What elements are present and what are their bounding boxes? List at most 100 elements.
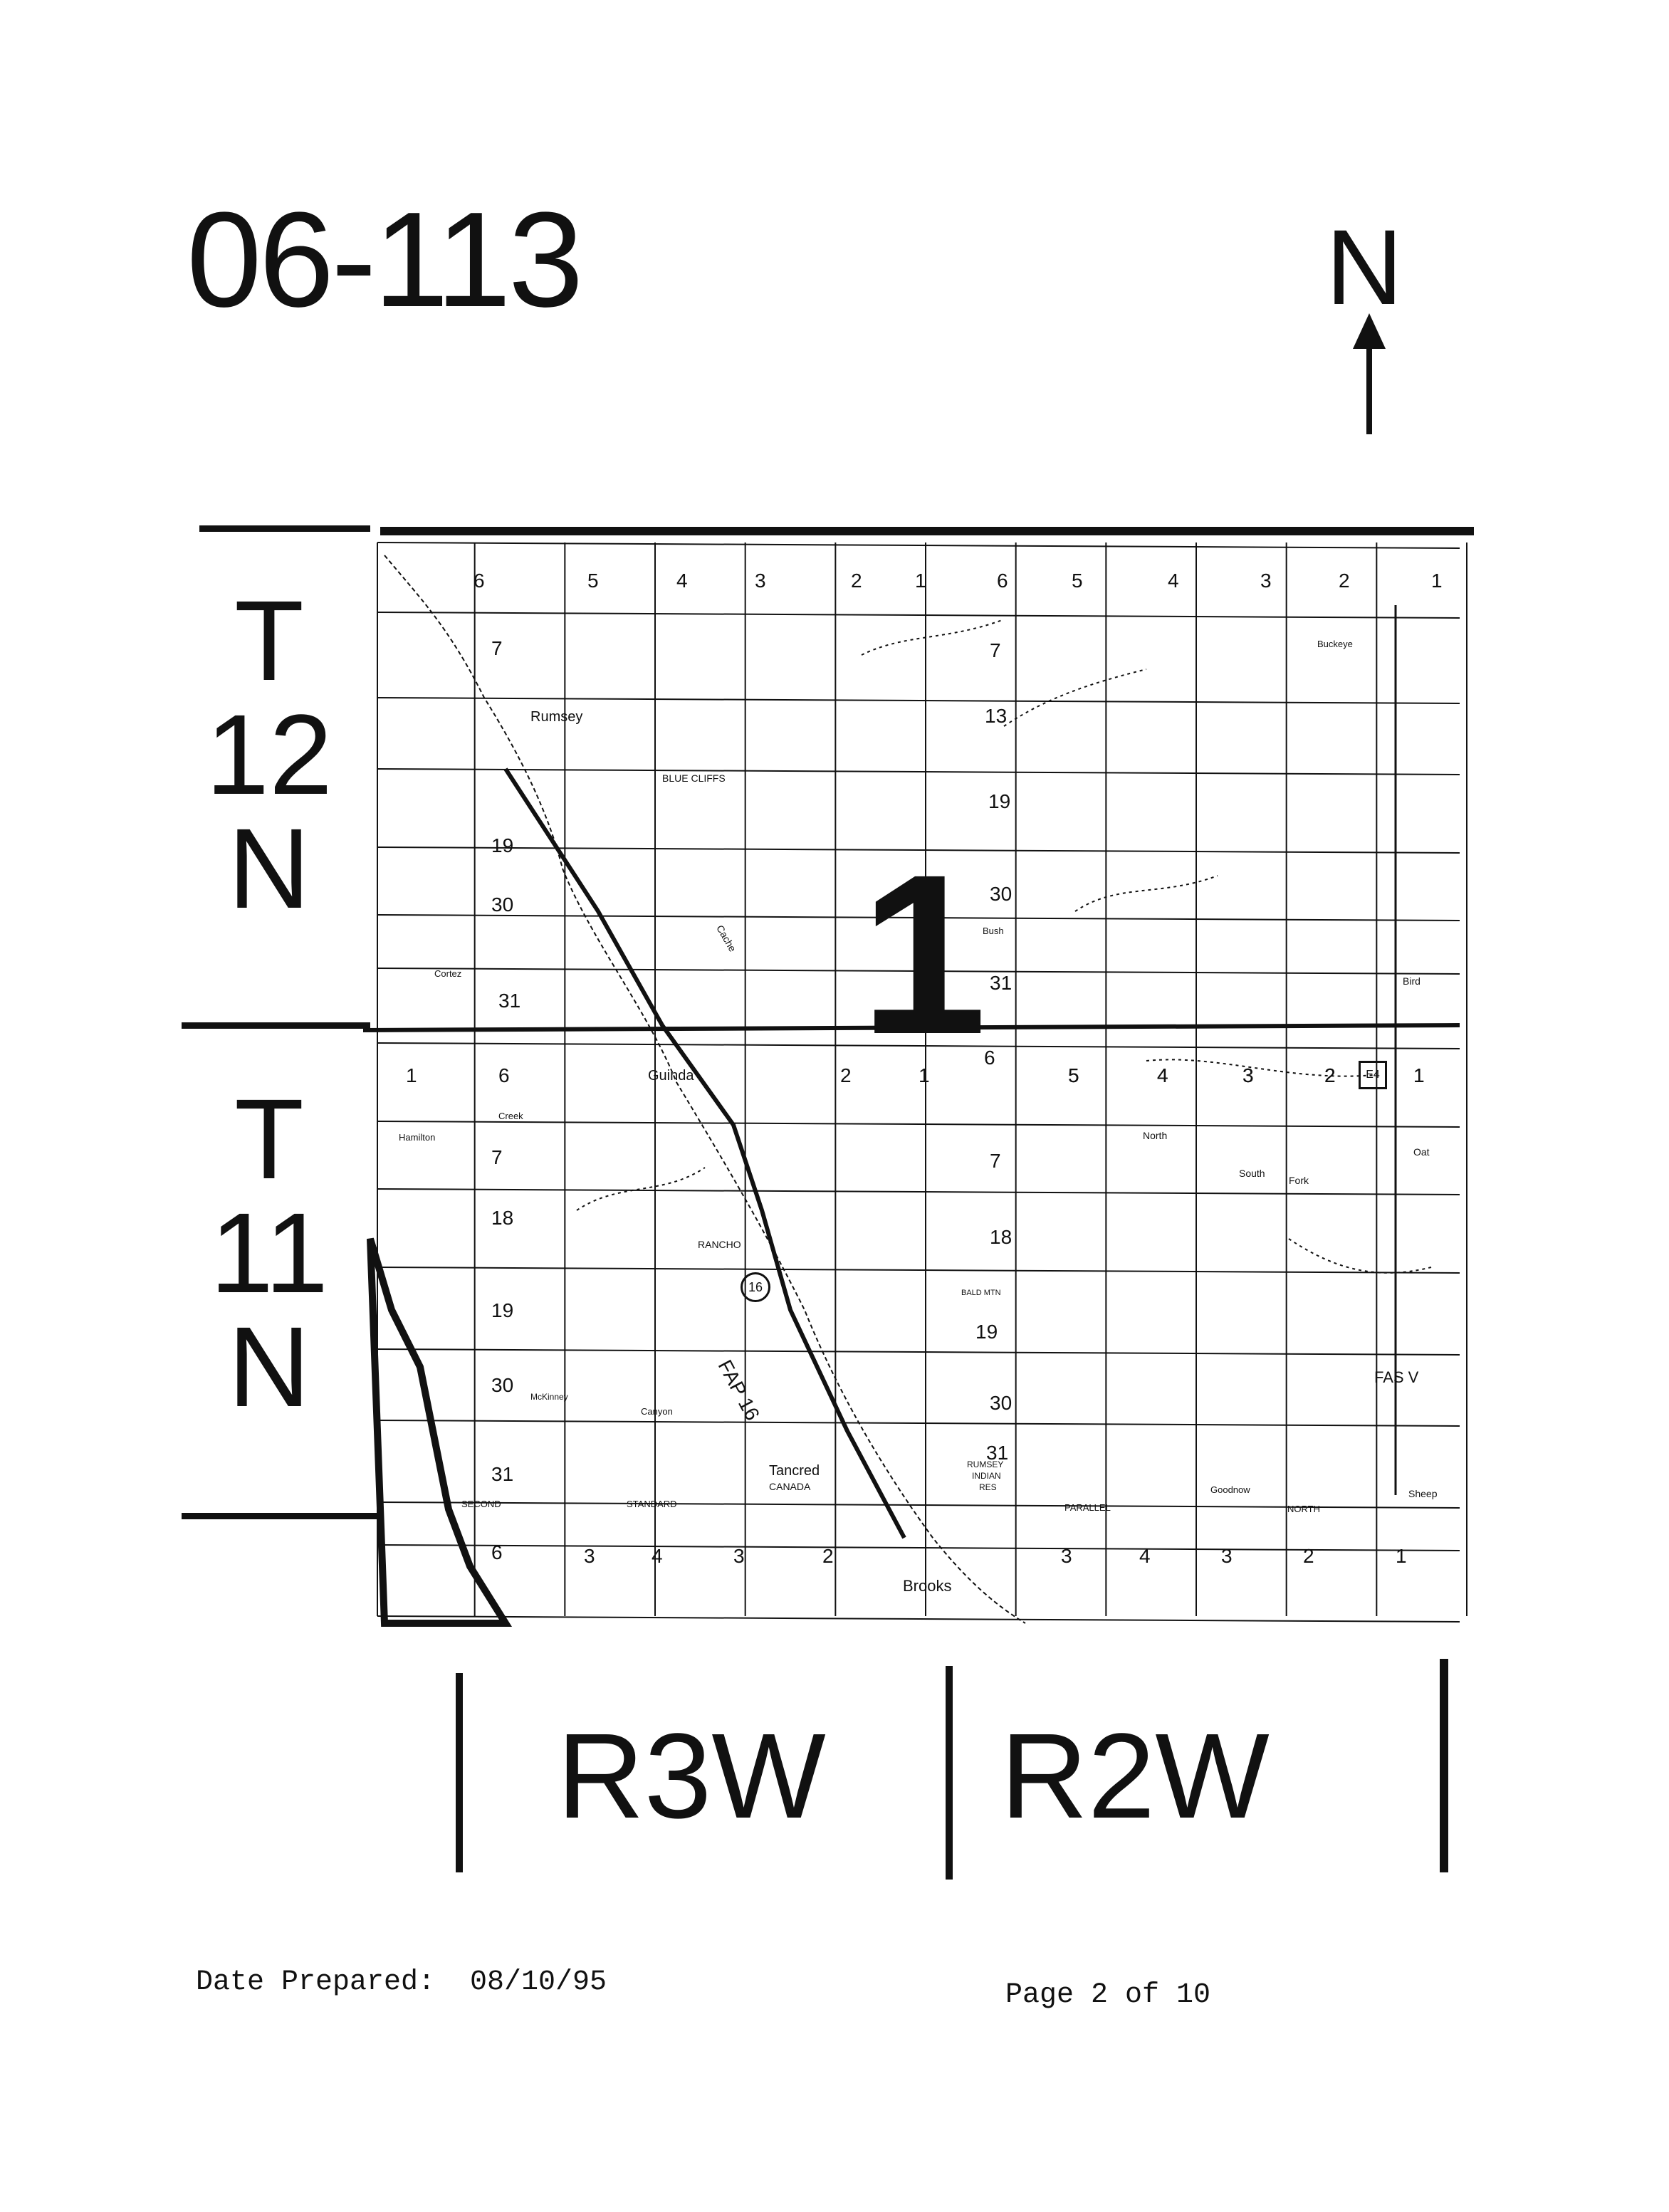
section-number-guinda-row: 4 [1157, 1064, 1168, 1086]
stream-bird: Bird [1403, 975, 1421, 987]
stream-creek: Creek [498, 1111, 523, 1121]
stream-buckeye: Buckeye [1317, 639, 1353, 649]
range-r3w: R3W [557, 1709, 826, 1844]
section-number-r2w: 31 [986, 1442, 1009, 1464]
section-line-horizontal [377, 1420, 1460, 1427]
section-number-r3w: 30 [491, 893, 514, 916]
stream-oat: Oat [1413, 1146, 1430, 1158]
range-bar-right [1440, 1659, 1448, 1872]
section-number-r2w: 1 [1396, 1545, 1407, 1567]
section-number-r2w: 6 [984, 1047, 995, 1069]
section-line-horizontal [377, 612, 1460, 619]
section-number-r3w: 4 [652, 1545, 663, 1567]
place-canada: CANADA [769, 1481, 811, 1492]
section-number-guinda-row: 5 [1068, 1064, 1079, 1086]
section-line-horizontal [377, 542, 1460, 549]
section-number-guinda-row: 1 [1413, 1064, 1425, 1086]
stream-bush: Bush [983, 926, 1004, 936]
stream-line [1288, 1238, 1432, 1274]
stream-line [861, 619, 1005, 656]
section-line-horizontal [377, 768, 1460, 775]
section-line-horizontal [377, 1544, 1460, 1551]
place-rancho: RANCHO [698, 1239, 741, 1250]
page-number: Page 2 of 10 [1005, 1979, 1211, 2011]
stream-canyon: Canyon [641, 1406, 673, 1417]
section-number-r2w: 5 [1068, 1064, 1079, 1086]
section-number-r3w: 18 [491, 1207, 514, 1229]
section-line-horizontal [377, 1042, 1460, 1049]
section-number-r3w: 3 [584, 1545, 595, 1567]
document-id: 06-113 [187, 184, 584, 335]
section-number-r2w: 31 [990, 972, 1013, 994]
section-number-r3w: 7 [491, 1146, 503, 1168]
section-line-horizontal [377, 1121, 1460, 1128]
section-number-r2w: 4 [1139, 1545, 1151, 1567]
section-line-horizontal [377, 697, 1460, 704]
label-north: NORTH [1287, 1504, 1320, 1514]
section-number-r2w: 3 [1242, 1064, 1254, 1086]
section-number-guinda-row: 6 [498, 1064, 510, 1086]
stream-line [576, 1167, 706, 1211]
section-number-r3w: 3 [733, 1545, 745, 1567]
place-tancred: Tancred [769, 1463, 820, 1479]
highway-e4-shield: E4 [1359, 1061, 1387, 1089]
date-prepared-label: Date Prepared: [196, 1966, 436, 1998]
section-number-top-r2w: 6 [997, 570, 1008, 592]
range-r2w: R2W [1000, 1709, 1270, 1844]
township-bracket-bottom [182, 1513, 395, 1519]
township-t11n-t: T [234, 1075, 304, 1202]
section-line-horizontal [377, 968, 1460, 975]
range-bar-left [456, 1673, 463, 1872]
north-arrow-icon [1353, 313, 1386, 434]
section-number-r2w: 18 [990, 1226, 1013, 1248]
place-rumsey-res-2: INDIAN [972, 1471, 1001, 1481]
township-t12n-n: N [228, 804, 310, 932]
place-fas-v: FAS V [1374, 1368, 1419, 1386]
section-number-guinda-row: 1 [406, 1064, 417, 1086]
section-number-r3w: 19 [491, 1299, 514, 1321]
place-blue-cliffs: BLUE CLIFFS [662, 772, 726, 784]
place-rumsey-res-1: RUMSEY [967, 1459, 1004, 1469]
stream-sheep: Sheep [1408, 1488, 1438, 1499]
section-number-top-r2w: 3 [1260, 570, 1272, 592]
place-brooks: Brooks [903, 1577, 952, 1595]
section-number-top-r3w: 3 [755, 570, 766, 592]
section-number-guinda-row: 1 [919, 1064, 930, 1086]
highway-16-shield: 16 [741, 1272, 770, 1302]
stream-cortez: Cortez [434, 968, 462, 979]
stream-goodnow: Goodnow [1210, 1484, 1250, 1495]
section-line-horizontal [377, 1267, 1460, 1274]
section-number-top-r3w: 6 [474, 570, 485, 592]
map-top-border [380, 527, 1474, 535]
section-number-top-r2w: 2 [1339, 570, 1350, 592]
section-number-top-r3w: 2 [851, 570, 862, 592]
section-number-top-r2w: 1 [1431, 570, 1443, 592]
section-number-r2w: 13 [985, 705, 1008, 727]
coastline [367, 1237, 513, 1627]
township-t11n-number: 11 [209, 1189, 329, 1316]
section-number-top-r2w: 5 [1072, 570, 1083, 592]
section-number-r3w: 7 [491, 637, 503, 659]
section-number-r2w: 2 [1324, 1064, 1336, 1086]
stream-line [1146, 1059, 1375, 1077]
stream-north: North [1143, 1130, 1168, 1141]
map-grid [363, 542, 1467, 1624]
section-number-r2w: 7 [990, 1150, 1001, 1172]
place-bald-mtn: BALD MTN [961, 1289, 1001, 1297]
township-t11n: T 11 N [198, 1082, 340, 1424]
section-number-top-r3w: 1 [915, 570, 926, 592]
section-line-horizontal [377, 1615, 1460, 1623]
section-number-r2w: 2 [1303, 1545, 1314, 1567]
section-number-guinda-row: 2 [840, 1064, 852, 1086]
label-standard: STANDARD [627, 1499, 677, 1509]
place-guinda: Guinda [648, 1068, 694, 1084]
section-number-r2w: 1 [1413, 1064, 1425, 1086]
cache-creek-stream [384, 555, 1026, 1624]
stream-fork: Fork [1289, 1175, 1309, 1186]
section-line-horizontal [377, 1188, 1460, 1195]
range-bar-mid [946, 1666, 953, 1880]
section-number-r2w: 3 [1061, 1545, 1072, 1567]
section-number-r2w: 19 [975, 1321, 998, 1343]
section-number-r2w: 4 [1157, 1064, 1168, 1086]
section-number-r3w: 2 [822, 1545, 834, 1567]
